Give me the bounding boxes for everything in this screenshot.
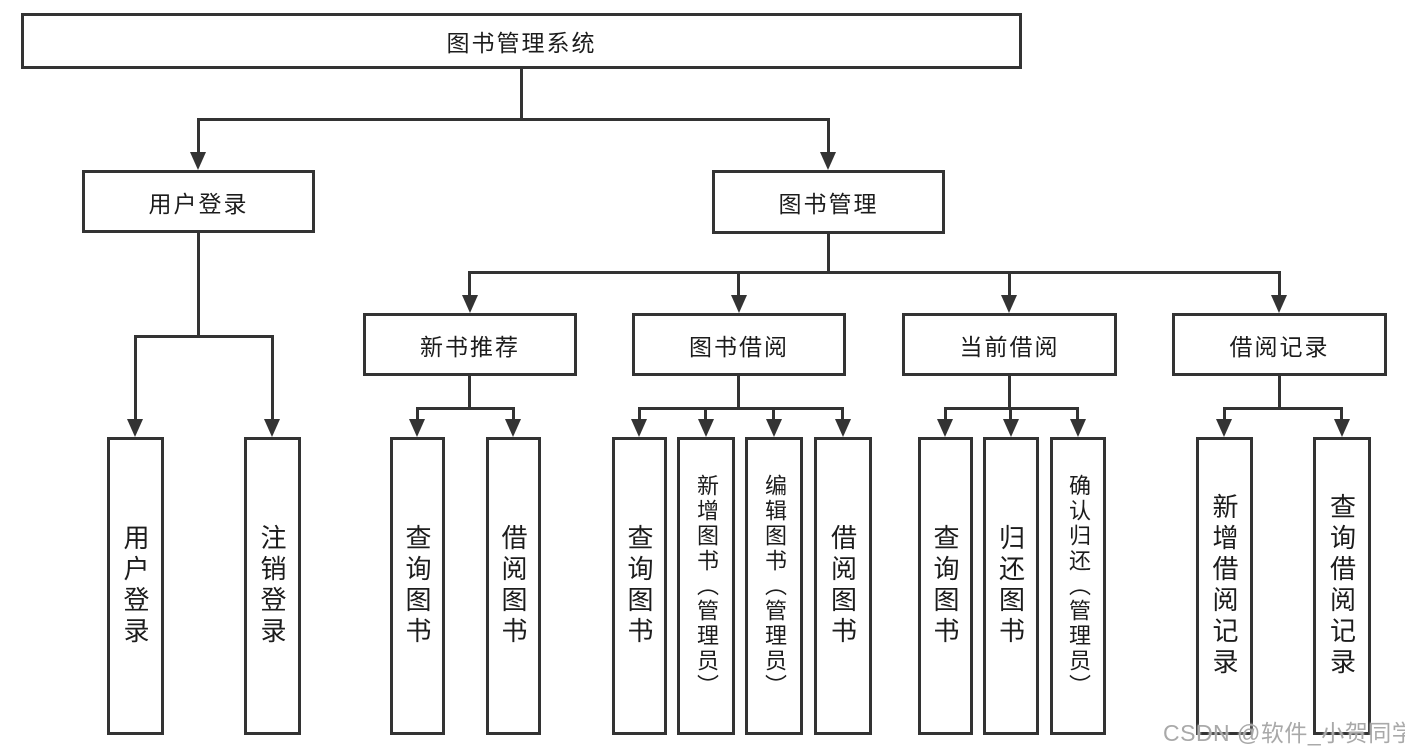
node-user-login: 用户登录 bbox=[82, 170, 315, 233]
connector-drop bbox=[638, 407, 641, 421]
connector-drop bbox=[1278, 271, 1281, 297]
connector-drop bbox=[1076, 407, 1079, 421]
arrow-down-icon bbox=[127, 419, 143, 437]
arrow-down-icon bbox=[937, 419, 953, 437]
connector-bar bbox=[134, 335, 273, 338]
arrow-down-icon bbox=[1003, 419, 1019, 437]
leaf-add-book-admin: 新增图书（管理员） bbox=[677, 437, 735, 735]
connector-stem bbox=[520, 69, 523, 118]
connector-stem bbox=[737, 376, 740, 407]
leaf-query-books-borrowing: 查询图书 bbox=[612, 437, 667, 735]
connector-stem bbox=[1008, 376, 1011, 407]
connector-drop bbox=[827, 118, 830, 154]
connector-drop bbox=[1009, 407, 1012, 421]
arrow-down-icon bbox=[766, 419, 782, 437]
connector-drop bbox=[944, 407, 947, 421]
connector-stem bbox=[468, 376, 471, 407]
arrow-down-icon bbox=[409, 419, 425, 437]
connector-bar bbox=[197, 118, 830, 121]
arrow-down-icon bbox=[190, 152, 206, 170]
leaf-borrow-books-borrowing: 借阅图书 bbox=[814, 437, 872, 735]
arrow-down-icon bbox=[1271, 295, 1287, 313]
connector-stem bbox=[1278, 376, 1281, 407]
connector-drop bbox=[1340, 407, 1343, 421]
arrow-down-icon bbox=[698, 419, 714, 437]
leaf-query-books-current: 查询图书 bbox=[918, 437, 973, 735]
connector-drop bbox=[416, 407, 419, 421]
arrow-down-icon bbox=[1070, 419, 1086, 437]
leaf-add-borrow-record: 新增借阅记录 bbox=[1196, 437, 1253, 735]
connector-drop bbox=[772, 407, 775, 421]
connector-stem bbox=[827, 233, 830, 271]
arrow-down-icon bbox=[1001, 295, 1017, 313]
connector-drop bbox=[512, 407, 515, 421]
arrow-down-icon bbox=[462, 295, 478, 313]
connector-drop bbox=[737, 271, 740, 297]
node-borrowing-records: 借阅记录 bbox=[1172, 313, 1387, 376]
leaf-borrow-books-recommend: 借阅图书 bbox=[486, 437, 541, 735]
connector-stem bbox=[197, 233, 200, 335]
connector-bar bbox=[468, 271, 1280, 274]
arrow-down-icon bbox=[1216, 419, 1232, 437]
leaf-return-book: 归还图书 bbox=[983, 437, 1039, 735]
node-book-borrowing: 图书借阅 bbox=[632, 313, 846, 376]
connector-bar bbox=[638, 407, 844, 410]
node-current-borrowing: 当前借阅 bbox=[902, 313, 1117, 376]
arrow-down-icon bbox=[264, 419, 280, 437]
connector-drop bbox=[271, 335, 274, 421]
arrow-down-icon bbox=[835, 419, 851, 437]
node-book-management: 图书管理 bbox=[712, 170, 945, 234]
connector-bar bbox=[416, 407, 515, 410]
connector-bar bbox=[1223, 407, 1343, 410]
leaf-query-borrow-record: 查询借阅记录 bbox=[1313, 437, 1371, 735]
leaf-confirm-return-admin: 确认归还（管理员） bbox=[1050, 437, 1106, 735]
connector-drop bbox=[1008, 271, 1011, 297]
arrow-down-icon bbox=[505, 419, 521, 437]
leaf-edit-book-admin: 编辑图书（管理员） bbox=[745, 437, 803, 735]
connector-drop bbox=[1223, 407, 1226, 421]
node-new-book-recommendation: 新书推荐 bbox=[363, 313, 577, 376]
arrow-down-icon bbox=[731, 295, 747, 313]
connector-drop bbox=[134, 335, 137, 421]
connector-drop bbox=[704, 407, 707, 421]
leaf-logout: 注销登录 bbox=[244, 437, 301, 735]
connector-drop bbox=[197, 118, 200, 154]
arrow-down-icon bbox=[1334, 419, 1350, 437]
connector-drop bbox=[841, 407, 844, 421]
watermark: CSDN @软件_小贺同学 bbox=[1163, 720, 1405, 746]
arrow-down-icon bbox=[631, 419, 647, 437]
arrow-down-icon bbox=[820, 152, 836, 170]
leaf-user-login: 用户登录 bbox=[107, 437, 164, 735]
node-library-management-system: 图书管理系统 bbox=[21, 13, 1022, 69]
leaf-query-books-recommend: 查询图书 bbox=[390, 437, 445, 735]
connector-drop bbox=[468, 271, 471, 297]
